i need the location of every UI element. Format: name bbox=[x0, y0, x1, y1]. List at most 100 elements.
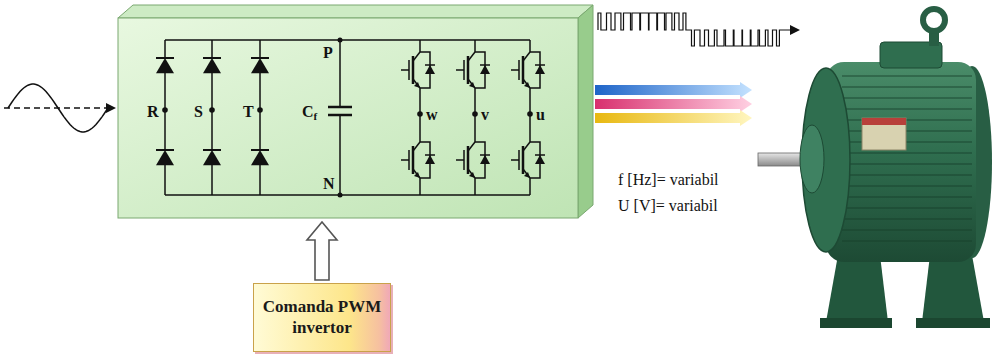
igbt-gate-lead bbox=[456, 159, 464, 161]
igbt-emitter-arrow bbox=[524, 82, 530, 88]
igbt-emitter-arrow bbox=[414, 172, 420, 178]
box-label: Comanda PWM invertor bbox=[262, 297, 382, 338]
phase-label: R bbox=[147, 102, 159, 121]
freewheel-diode-bar bbox=[480, 154, 490, 156]
diode-symbol bbox=[156, 58, 174, 73]
bus-dot bbox=[338, 38, 343, 43]
phase-label: T bbox=[243, 102, 254, 121]
motor-cooling-rib bbox=[842, 86, 972, 87]
housing-front-face bbox=[118, 18, 578, 218]
freewheel-diode bbox=[480, 155, 490, 164]
inverter-wire bbox=[419, 40, 421, 52]
freewheel-diode bbox=[535, 65, 545, 74]
igbt-channel bbox=[522, 146, 525, 174]
phase-label: S bbox=[194, 102, 203, 121]
lifting-eye bbox=[923, 9, 945, 31]
freewheel-diode-bar bbox=[535, 64, 545, 66]
igbt-emitter-arrow bbox=[469, 82, 475, 88]
component-label: Cf bbox=[302, 99, 317, 126]
motor-nameplate bbox=[862, 118, 906, 150]
diode-symbol bbox=[156, 150, 174, 165]
control-arrow bbox=[307, 222, 337, 280]
capacitor-wire bbox=[339, 40, 341, 107]
phase-input-dot bbox=[162, 107, 168, 113]
inverter-wire bbox=[474, 178, 476, 195]
igbt-channel bbox=[412, 56, 415, 84]
freewheel-diode-bar bbox=[425, 64, 435, 66]
inverter-wire bbox=[474, 40, 476, 52]
freewheel-diode bbox=[425, 65, 435, 74]
motor-foot bbox=[826, 255, 888, 322]
igbt-gate-lead bbox=[401, 69, 409, 71]
motor-cooling-rib bbox=[842, 75, 972, 76]
inverter-wire bbox=[419, 178, 421, 195]
igbt-gate-lead bbox=[511, 159, 519, 161]
phase-label: v bbox=[481, 105, 489, 124]
pwm-waveform bbox=[598, 13, 792, 46]
input-arrowhead bbox=[106, 103, 116, 113]
housing-side-face bbox=[578, 5, 593, 218]
rectifier-wire bbox=[259, 165, 261, 195]
igbt-gate-lead bbox=[456, 69, 464, 71]
igbt-emitter-arrow bbox=[414, 82, 420, 88]
diode-bar bbox=[156, 57, 174, 59]
freewheel-diode bbox=[425, 155, 435, 164]
output-phase-arrow bbox=[595, 82, 752, 98]
lifting-eye-stem bbox=[929, 32, 939, 46]
igbt-emitter-arrow bbox=[524, 172, 530, 178]
motor-foot bbox=[922, 255, 984, 322]
motor-cooling-rib bbox=[842, 108, 972, 109]
phase-output-dot bbox=[417, 111, 423, 117]
diode-bar bbox=[156, 149, 174, 151]
parameter-note: f [Hz]= variabil bbox=[618, 170, 719, 189]
igbt-channel bbox=[467, 146, 470, 174]
motor-cooling-rib bbox=[842, 207, 972, 208]
igbt-channel bbox=[467, 56, 470, 84]
freewheel-diode bbox=[535, 155, 545, 164]
motor-foot-plate bbox=[916, 318, 990, 328]
motor-cooling-rib bbox=[842, 229, 972, 230]
diode-bar bbox=[251, 149, 269, 151]
capacitor-wire bbox=[339, 115, 341, 195]
converter-housing: RSTCfPNwvu bbox=[118, 18, 578, 218]
motor-cooling-rib bbox=[842, 185, 972, 186]
motor-cooling-rib bbox=[842, 240, 972, 241]
bus-dot bbox=[338, 193, 343, 198]
motor-cooling-rib bbox=[842, 218, 972, 219]
inverter-wire bbox=[529, 40, 531, 52]
diode-bar bbox=[203, 149, 221, 151]
rectifier-wire bbox=[211, 40, 213, 58]
motor-cooling-rib bbox=[842, 174, 972, 175]
motor-cooling-rib bbox=[842, 152, 972, 153]
output-phase-arrow bbox=[595, 110, 752, 126]
diode-bar bbox=[203, 57, 221, 59]
igbt-channel bbox=[522, 56, 525, 84]
bus-label: N bbox=[323, 174, 335, 193]
phase-output-dot bbox=[472, 111, 478, 117]
diode-symbol bbox=[251, 58, 269, 73]
rectifier-wire bbox=[211, 165, 213, 195]
motor-front-hub bbox=[800, 125, 824, 193]
freewheel-diode-bar bbox=[535, 154, 545, 156]
freewheel-diode-bar bbox=[480, 64, 490, 66]
igbt-emitter-arrow bbox=[469, 172, 475, 178]
igbt-channel bbox=[412, 146, 415, 174]
diode-symbol bbox=[203, 150, 221, 165]
pwm-control-box: Comanda PWM invertor bbox=[253, 283, 391, 352]
diode-symbol bbox=[203, 58, 221, 73]
inverter-wire bbox=[529, 178, 531, 195]
motor-cooling-rib bbox=[842, 196, 972, 197]
rectifier-wire bbox=[164, 165, 166, 195]
phase-label: w bbox=[426, 105, 438, 124]
motor-cooling-rib bbox=[842, 163, 972, 164]
diode-symbol bbox=[251, 150, 269, 165]
parameter-note: U [V]= variabil bbox=[618, 196, 718, 215]
rectifier-wire bbox=[164, 40, 166, 58]
bus-label: P bbox=[323, 43, 333, 62]
motor-nameplate-stripe bbox=[862, 118, 906, 125]
rectifier-wire bbox=[259, 40, 261, 58]
output-phase-arrow bbox=[595, 96, 752, 112]
